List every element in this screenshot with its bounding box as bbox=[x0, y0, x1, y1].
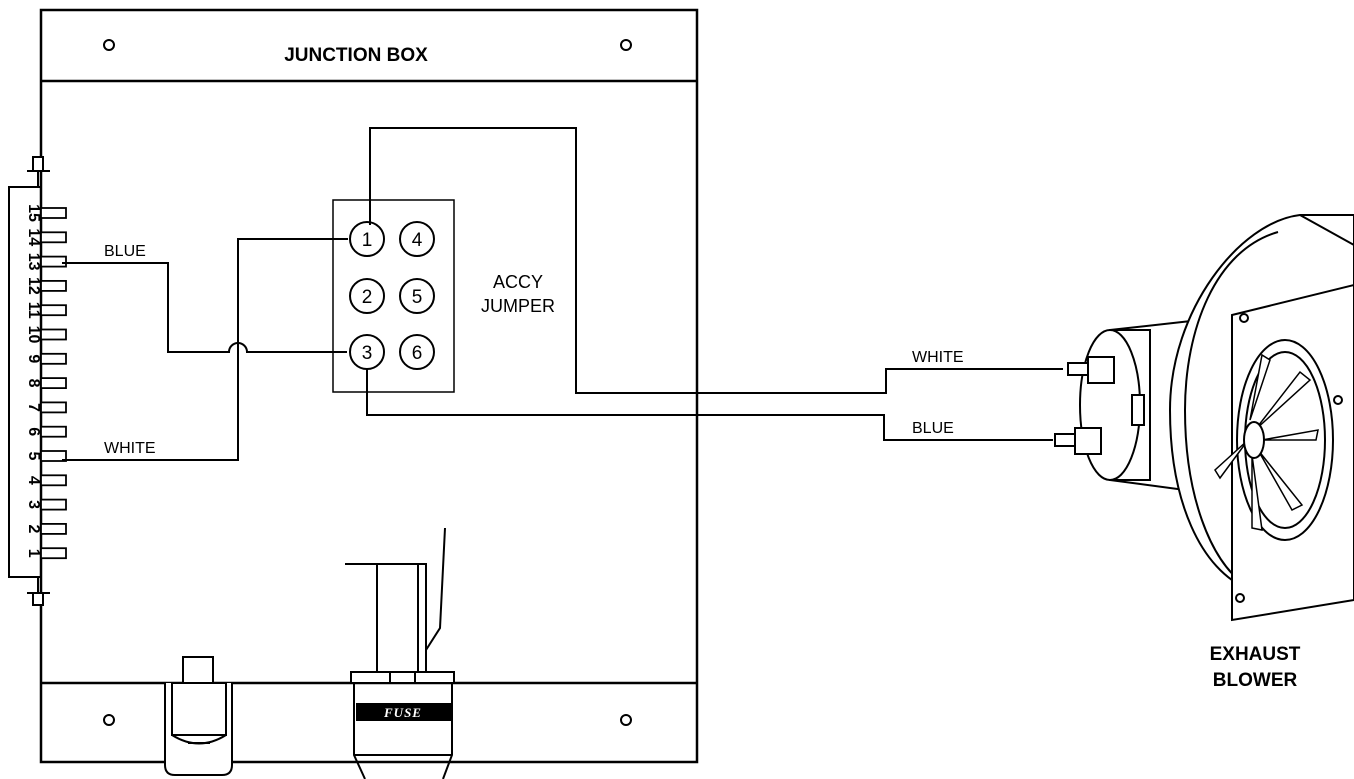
terminal-number: 11 bbox=[25, 302, 42, 319]
blower-impeller bbox=[1214, 353, 1319, 531]
terminal-pin-6 bbox=[40, 425, 67, 438]
mounting-hole-top-right bbox=[620, 39, 632, 51]
terminal-pin-12 bbox=[40, 279, 67, 292]
terminal-pin-9 bbox=[40, 352, 67, 365]
jumper-pin-number: 2 bbox=[362, 287, 373, 308]
terminal-strip bbox=[8, 156, 50, 606]
junction-box bbox=[39, 8, 699, 764]
jumper-pin-number: 3 bbox=[362, 343, 373, 364]
terminal-pin-2 bbox=[40, 523, 67, 535]
terminal-number: 9 bbox=[25, 354, 42, 363]
terminal-number: 12 bbox=[25, 277, 42, 295]
terminal-pin-1 bbox=[40, 547, 67, 560]
terminal-pin-4 bbox=[40, 474, 67, 487]
terminal-pin-7 bbox=[40, 401, 67, 414]
junction-box-outline bbox=[39, 8, 699, 764]
terminal-number: 2 bbox=[25, 524, 42, 533]
wire-label-white-right: WHITE bbox=[912, 349, 964, 366]
exhaust-blower-label-2: BLOWER bbox=[1213, 670, 1298, 691]
blower-terminal-white bbox=[1087, 356, 1115, 384]
mounting-holes bbox=[103, 39, 632, 726]
jumper-pin-4 bbox=[399, 221, 435, 257]
jumper-pin-number: 4 bbox=[412, 230, 423, 251]
wire-label-white-left: WHITE bbox=[104, 440, 156, 457]
wire-white-terminal-to-pin1 bbox=[62, 238, 348, 461]
terminal-number: 7 bbox=[25, 403, 42, 412]
wire-blue-terminal-to-pin3 bbox=[62, 262, 347, 353]
power-switch bbox=[164, 656, 233, 776]
blower-hub bbox=[1243, 421, 1265, 459]
terminal-pin-13 bbox=[40, 255, 67, 268]
accy-jumper-label-2: JUMPER bbox=[481, 296, 555, 316]
wire-label-blue-left: BLUE bbox=[104, 243, 146, 260]
mounting-hole-bottom-right bbox=[620, 714, 632, 726]
wire-white-pin1-to-blower bbox=[369, 127, 1063, 394]
terminal-screw-top bbox=[32, 156, 44, 172]
exhaust-blower-label-1: EXHAUST bbox=[1210, 644, 1301, 665]
fuse-label-band bbox=[356, 703, 451, 721]
jumper-pin-number: 1 bbox=[362, 230, 373, 251]
terminal-number: 13 bbox=[25, 253, 42, 271]
terminal-number: 1 bbox=[25, 549, 42, 558]
fuse-body bbox=[353, 683, 453, 779]
accy-jumper-pins: 1 2 3 4 5 6 bbox=[349, 221, 435, 370]
accy-jumper-label-1: ACCY bbox=[493, 272, 543, 292]
terminal-number: 4 bbox=[25, 476, 42, 485]
mounting-hole-top-left bbox=[103, 39, 115, 51]
jumper-pin-5 bbox=[399, 278, 435, 314]
terminal-pin-8 bbox=[40, 377, 67, 390]
wires bbox=[62, 127, 1063, 461]
terminal-pin-15 bbox=[40, 207, 67, 219]
junction-box-title: JUNCTION BOX bbox=[284, 45, 428, 66]
terminal-strip-body bbox=[8, 186, 29, 578]
terminal-number: 10 bbox=[25, 326, 42, 344]
terminal-pin-14 bbox=[40, 231, 67, 244]
jumper-pin-number: 6 bbox=[412, 343, 423, 364]
terminal-pin-11 bbox=[40, 304, 67, 317]
fuse-label: FUSE bbox=[383, 705, 422, 720]
jumper-pin-2 bbox=[349, 278, 385, 314]
terminal-number: 5 bbox=[25, 452, 42, 461]
jumper-pin-number: 5 bbox=[412, 287, 423, 308]
terminal-number: 14 bbox=[25, 228, 42, 246]
terminal-pin-10 bbox=[40, 328, 67, 341]
wire-label-blue-right: BLUE bbox=[912, 420, 954, 437]
accy-jumper-plug bbox=[332, 199, 455, 393]
terminal-number: 15 bbox=[25, 204, 42, 222]
fuse-holder bbox=[345, 527, 455, 779]
terminal-pin-3 bbox=[40, 498, 67, 511]
blower-terminal-blue bbox=[1074, 427, 1102, 455]
mounting-hole-bottom-left bbox=[103, 714, 115, 726]
terminal-pins bbox=[40, 207, 67, 560]
wire-blue-pin3-to-blower bbox=[366, 369, 1053, 441]
terminal-number: 8 bbox=[25, 379, 42, 388]
jumper-pin-1 bbox=[349, 221, 385, 257]
jumper-pin-6 bbox=[399, 334, 435, 370]
terminal-numbers: 15 14 13 12 11 10 9 8 7 6 5 4 3 2 1 bbox=[25, 204, 42, 558]
terminal-number: 3 bbox=[25, 500, 42, 509]
terminal-pin-5 bbox=[40, 450, 67, 462]
terminal-number: 6 bbox=[25, 427, 42, 436]
exhaust-blower bbox=[1054, 214, 1354, 622]
